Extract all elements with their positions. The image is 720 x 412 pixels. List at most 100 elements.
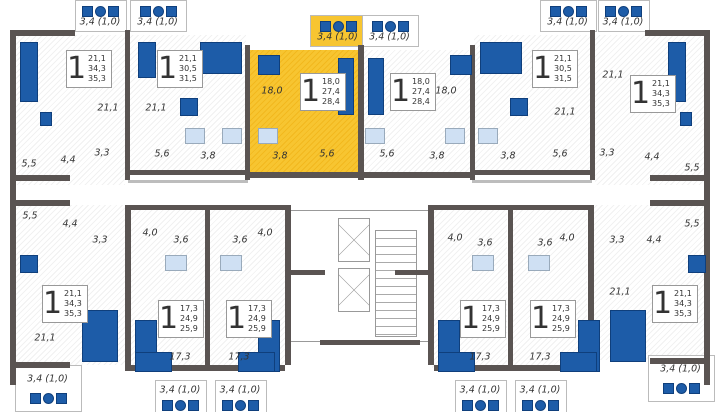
balcony-furniture — [549, 6, 561, 17]
balcony-furniture — [662, 382, 674, 394]
wall — [15, 30, 75, 36]
apartment-11[interactable] — [512, 210, 587, 370]
balcony-furniture — [139, 6, 151, 17]
room-area-label: 3,3 — [94, 147, 110, 159]
total-area-with-balcony: 35,3 — [64, 309, 82, 318]
wall — [645, 30, 705, 36]
furniture — [368, 58, 384, 115]
living-area: 21,1 — [88, 54, 106, 63]
balcony-furniture — [675, 382, 687, 394]
rooms-count: 1 — [461, 301, 481, 336]
living-area: 18,0 — [412, 77, 430, 86]
furniture — [438, 352, 475, 372]
room-area-label: 3,3 — [92, 234, 108, 246]
balcony-furniture — [397, 21, 409, 32]
room-area-label: 3,6 — [232, 234, 248, 246]
living-area: 21,1 — [179, 54, 197, 63]
balcony-furniture — [162, 399, 173, 411]
wall — [125, 170, 245, 175]
room-area-label: 4,0 — [559, 232, 575, 244]
furniture — [610, 310, 646, 362]
room-area-label: 3,6 — [477, 237, 493, 249]
balcony-area-label: 3,4 (1,0) — [317, 31, 358, 43]
wall — [588, 205, 594, 365]
balcony-furniture — [562, 6, 574, 17]
bathroom-fixture — [258, 128, 278, 144]
balcony-furniture — [108, 6, 119, 17]
wall — [245, 172, 360, 178]
total-area-with-balcony: 25,9 — [482, 324, 500, 333]
furniture — [480, 42, 522, 74]
balcony-furniture — [488, 399, 499, 411]
room-area-label: 5,5 — [684, 218, 700, 230]
balcony-furniture — [55, 392, 67, 404]
furniture — [20, 255, 38, 273]
total-area-with-balcony: 31,5 — [179, 74, 197, 83]
wall — [125, 365, 285, 371]
balcony-furniture — [248, 399, 259, 411]
living-area: 21,1 — [64, 289, 82, 298]
living-area: 17,3 — [248, 304, 266, 313]
total-area: 24,9 — [180, 314, 198, 323]
room-area-label: 4,0 — [257, 227, 273, 239]
room-area-label: 3,8 — [200, 150, 216, 162]
wall — [285, 205, 291, 365]
total-area-with-balcony: 25,9 — [248, 324, 266, 333]
total-area: 27,4 — [322, 87, 340, 96]
balcony-furniture — [95, 6, 106, 17]
room-area-label: 18,0 — [435, 85, 457, 97]
wall — [290, 270, 325, 275]
rooms-count: 1 — [533, 51, 553, 86]
balcony-furniture — [188, 399, 199, 411]
total-area: 27,4 — [412, 87, 430, 96]
total-area: 34,3 — [88, 64, 106, 73]
bathroom-fixture — [472, 255, 494, 271]
balcony — [15, 365, 82, 412]
living-area: 21,1 — [674, 289, 692, 298]
living-area: 17,3 — [482, 304, 500, 313]
total-area-with-balcony: 35,3 — [88, 74, 106, 83]
wall — [395, 270, 430, 275]
total-area: 34,3 — [64, 299, 82, 308]
wall — [704, 30, 710, 385]
room-area-label: 4,0 — [447, 232, 463, 244]
bathroom-fixture — [222, 128, 242, 144]
room-area-label: 21,1 — [554, 106, 576, 118]
balcony-area-label: 3,4 (1,0) — [547, 16, 588, 28]
staircase[interactable] — [375, 230, 417, 337]
wall — [10, 362, 70, 368]
wall — [650, 175, 710, 181]
balcony-furniture — [535, 399, 546, 411]
balcony-area-label: 3,4 (1,0) — [519, 384, 561, 396]
bathroom-fixture — [220, 255, 242, 271]
furniture — [135, 352, 172, 372]
furniture — [180, 98, 198, 116]
balcony-furniture — [548, 399, 559, 411]
bathroom-fixture — [185, 128, 205, 144]
living-area: 18,0 — [322, 77, 340, 86]
furniture — [238, 352, 275, 372]
balcony-area-label: 3,4 (1,0) — [79, 16, 121, 28]
room-area-label: 21,1 — [609, 286, 631, 298]
balcony-furniture — [345, 21, 357, 32]
room-area-label: 5,6 — [154, 148, 170, 160]
balcony-furniture — [688, 382, 700, 394]
